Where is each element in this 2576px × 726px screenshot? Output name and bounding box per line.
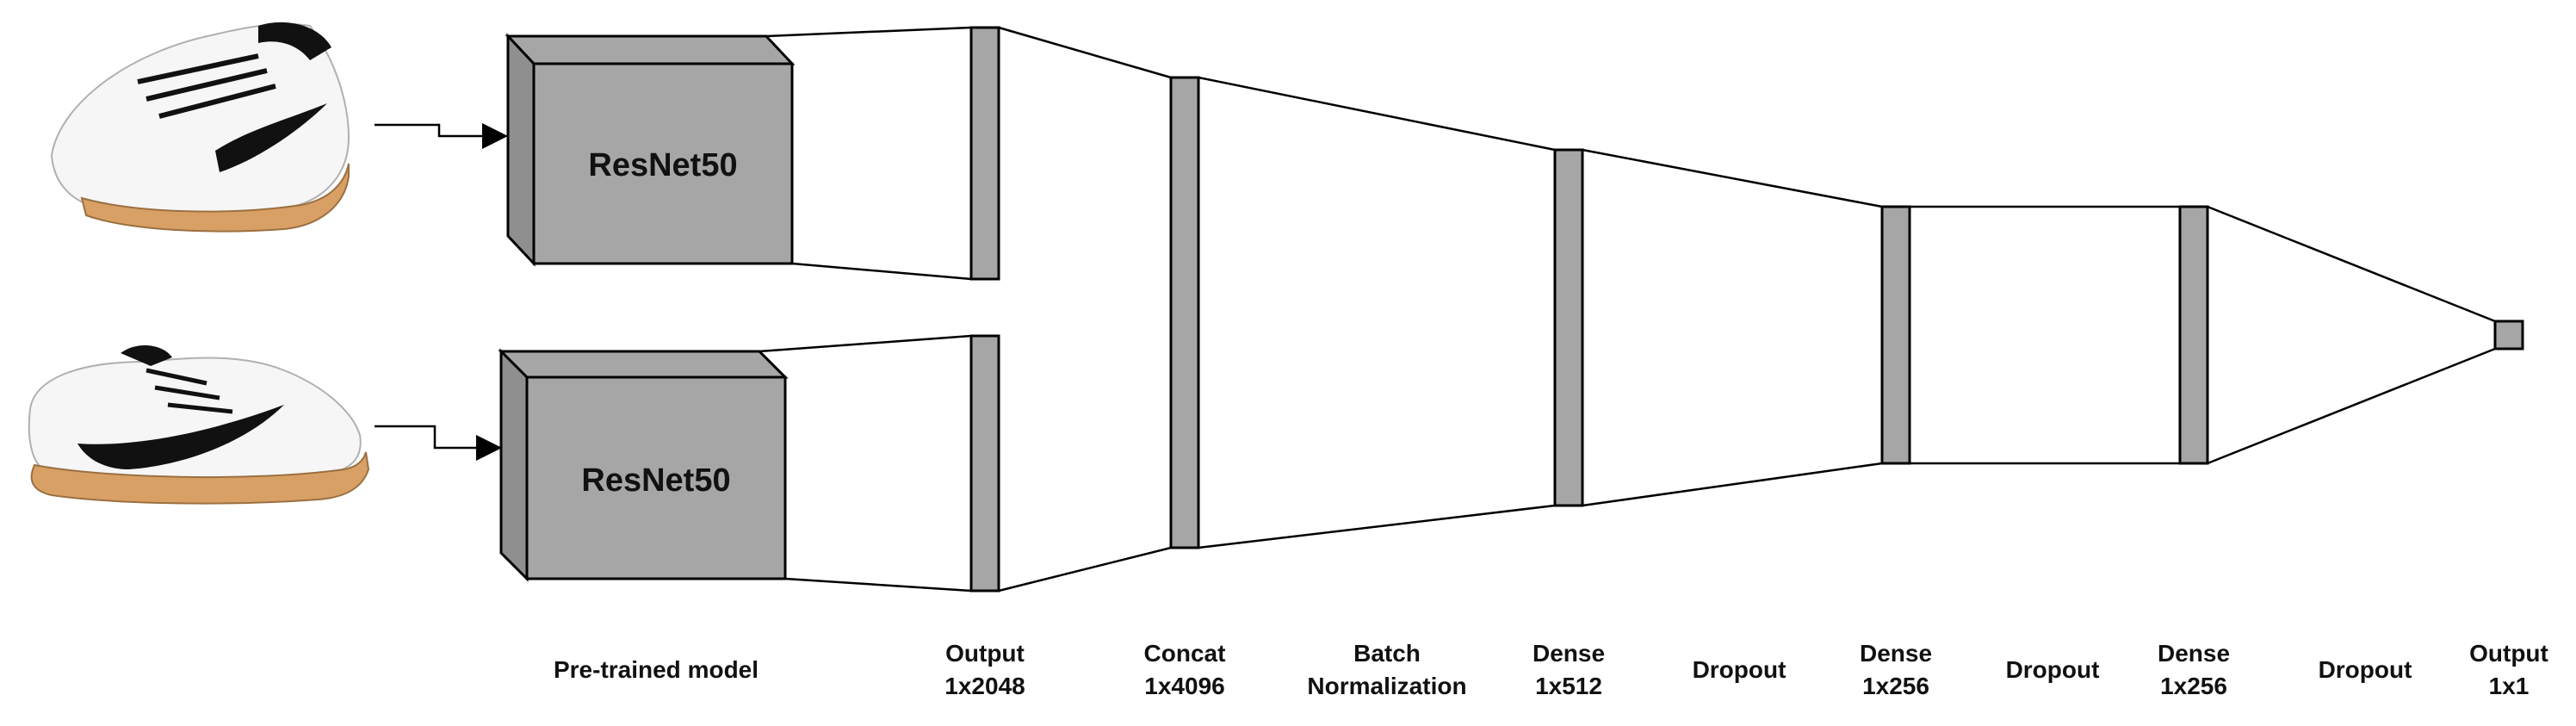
arrow-icon — [375, 425, 502, 461]
layer-output-2048-top — [969, 26, 1000, 281]
label-output1-line1: Output — [2469, 640, 2548, 667]
resnet-block-top: ResNet50 — [505, 33, 796, 267]
label-dropout-1: Dropout — [1693, 656, 1786, 683]
label-batchnorm-line2: Normalization — [1307, 673, 1466, 699]
layer-dense-512 — [1553, 148, 1584, 507]
label-output-2048-line2: 1x2048 — [944, 673, 1025, 699]
resnet-label-top: ResNet50 — [588, 147, 737, 183]
shoe-image-top — [50, 22, 350, 233]
label-dense256a-line1: Dense — [1860, 640, 1932, 667]
shoe-image-bottom — [28, 344, 370, 505]
layer-concat-4096 — [1169, 76, 1200, 549]
layer-output-1 — [2493, 320, 2524, 351]
label-output-2048-line1: Output — [945, 640, 1025, 667]
label-dense512-line1: Dense — [1533, 640, 1605, 667]
arrow-icon — [375, 123, 508, 149]
label-dense512-line2: 1x512 — [1535, 673, 1602, 699]
label-output1-line2: 1x1 — [2489, 673, 2530, 699]
connection-lines — [759, 26, 2496, 593]
label-dense256b-line2: 1x256 — [2160, 673, 2227, 699]
resnet-block-bottom: ResNet50 — [498, 348, 789, 582]
label-dropout-2: Dropout — [2006, 656, 2100, 683]
label-concat-line2: 1x4096 — [1144, 673, 1224, 699]
label-dropout-3: Dropout — [2319, 656, 2412, 683]
layer-dense-256-b — [2178, 205, 2209, 465]
label-dense256b-line1: Dense — [2158, 640, 2230, 667]
layer-output-2048-bottom — [969, 334, 1000, 593]
label-pretrained-model: Pre-trained model — [554, 656, 759, 683]
label-concat-line1: Concat — [1144, 640, 1226, 667]
label-dense256a-line2: 1x256 — [1862, 673, 1929, 699]
layer-dense-256-a — [1880, 205, 1911, 465]
resnet-label-bottom: ResNet50 — [581, 462, 730, 499]
label-batchnorm-line1: Batch — [1353, 640, 1421, 667]
